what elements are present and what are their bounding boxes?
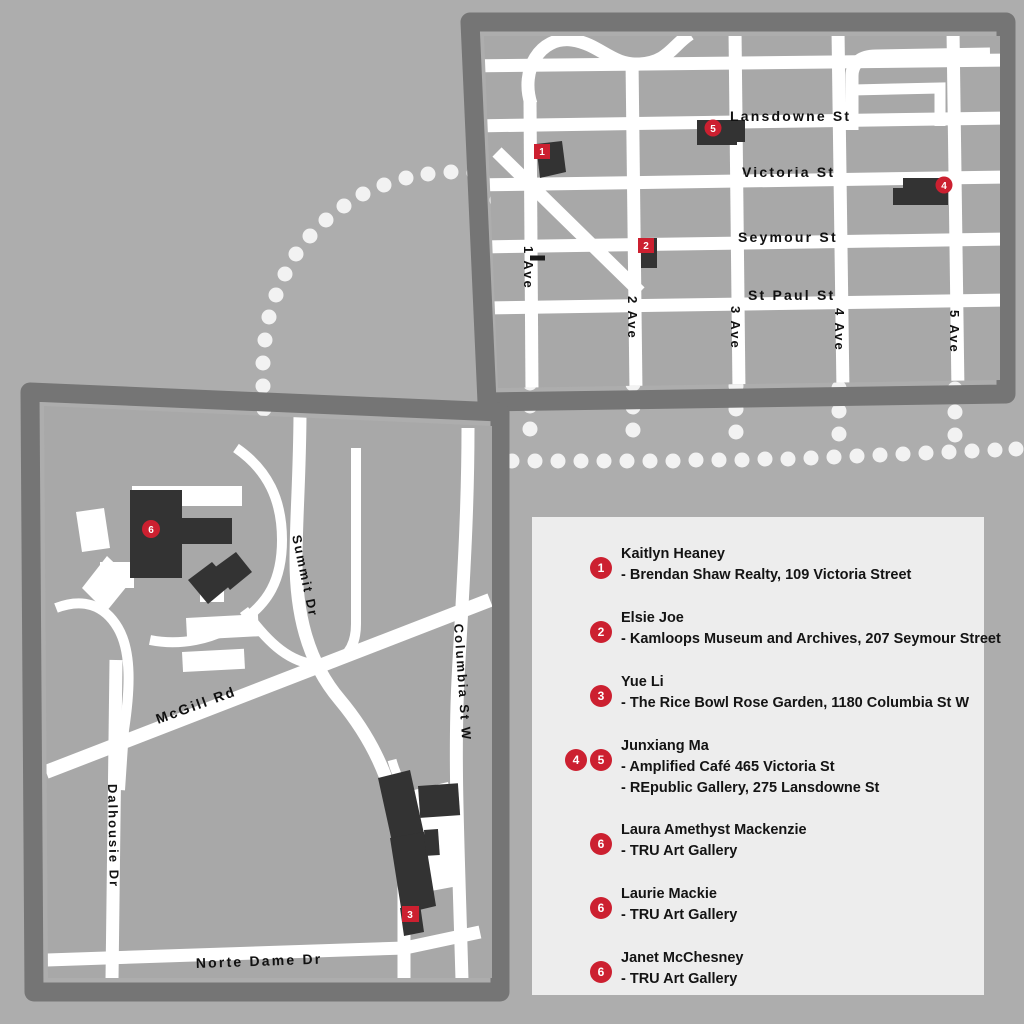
downtown-diagonal-road xyxy=(492,147,645,297)
downtown-map: Lansdowne St Victoria St Seymour St St P… xyxy=(460,12,1016,412)
legend-person-name: Laurie Mackie xyxy=(621,886,717,903)
legend-venue: - Kamloops Museum and Archives, 207 Seym… xyxy=(621,631,1001,648)
map-marker-3[interactable]: 3 xyxy=(402,906,419,922)
street-label-seymour: Seymour St xyxy=(738,229,838,245)
street-label-dalhousie: Dalhousie Dr xyxy=(105,784,122,888)
legend-entry[interactable]: 6 Laura Amethyst Mackenzie - TRU Art Galle… xyxy=(550,819,966,863)
legend-person-name: Junxiang Ma xyxy=(621,738,709,754)
street-label-victoria: Victoria St xyxy=(742,164,835,180)
street-label-norte-dame: Norte Dame Dr xyxy=(196,951,323,971)
campus-west-road xyxy=(54,598,134,791)
legend-entry-text: Kaitlyn Heaney - Brendan Shaw Realty, 109… xyxy=(612,543,911,586)
legend-badge: 5 xyxy=(590,749,612,771)
building-small-b xyxy=(214,552,252,590)
building-6 xyxy=(130,490,232,578)
legend-badge-group: 6 xyxy=(550,819,612,856)
legend-entry-text: Yue Li - The Rice Bowl Rose Garden, 1180 … xyxy=(612,671,969,714)
legend-entry-text: Janet McChesney - TRU Art Gallery xyxy=(612,947,744,990)
downtown-loop-road-outer xyxy=(845,47,991,130)
legend-venue: - TRU Art Gallery xyxy=(621,971,738,988)
svg-text:4: 4 xyxy=(941,181,947,192)
legend-entry-text: Laura Amethyst Mackenzie - TRU Art Galler… xyxy=(612,819,807,862)
campus-inner-road xyxy=(239,448,361,670)
downtown-map-frame xyxy=(460,12,1016,412)
legend-entry[interactable]: 6 Janet McChesney - TRU Art Gallery xyxy=(550,947,966,991)
legend-person-name: Elsie Joe xyxy=(621,610,684,626)
legend-badge: 6 xyxy=(590,961,612,984)
map-marker-1[interactable]: 1 xyxy=(534,144,550,159)
street-label-st-paul: St Paul St xyxy=(748,287,835,303)
street-label-2-ave: 2 Ave xyxy=(625,296,640,340)
legend-person-name: Janet McChesney xyxy=(621,950,744,967)
downtown-loop-road-inner xyxy=(851,82,946,126)
legend-venue: - TRU Art Gallery xyxy=(621,907,738,924)
downtown-map-markers[interactable]: 1 2 4 5 xyxy=(534,119,953,254)
legend-entry-text: Junxiang Ma - Amplified Café 465 Victoria… xyxy=(612,735,879,799)
campus-map-markers[interactable]: 6 3 xyxy=(142,520,419,922)
road-columbia xyxy=(449,427,475,978)
legend-entry-text: Laurie Mackie - TRU Art Gallery xyxy=(612,883,737,926)
legend-badge-group: 6 xyxy=(550,883,612,920)
legend-badge: 3 xyxy=(590,685,612,707)
building-3d xyxy=(424,829,440,856)
svg-text:2: 2 xyxy=(643,241,649,252)
legend-venue: - Brendan Shaw Realty, 109 Victoria Stre… xyxy=(621,567,912,584)
legend-badge-group: 2 xyxy=(550,607,612,643)
street-label-lansdowne: Lansdowne St xyxy=(730,108,851,124)
legend-person-name: Yue Li xyxy=(621,674,664,690)
legend-person-name: Kaitlyn Heaney xyxy=(621,546,725,562)
street-label-5-ave: 5 Ave xyxy=(947,310,962,354)
legend-badge-group: 1 xyxy=(550,543,612,579)
downtown-street-labels: Lansdowne St Victoria St Seymour St St P… xyxy=(521,108,962,354)
legend-entry-text: Elsie Joe - Kamloops Museum and Archives,… xyxy=(612,607,1001,650)
legend-badge-group: 3 xyxy=(550,671,612,707)
downtown-vertical-roads xyxy=(523,36,965,388)
legend-badge: 2 xyxy=(590,621,612,643)
svg-text:6: 6 xyxy=(148,525,154,536)
map-marker-5[interactable]: 5 xyxy=(704,119,722,137)
campus-map-frame xyxy=(20,382,510,1002)
map-marker-6[interactable]: 6 xyxy=(142,520,160,538)
street-label-1-ave: 1 Ave xyxy=(521,246,536,290)
svg-text:1: 1 xyxy=(539,147,545,158)
legend-entry[interactable]: 6 Laurie Mackie - TRU Art Gallery xyxy=(550,883,966,927)
legend-badge-group: 6 xyxy=(550,947,612,984)
legend-person-name: Laura Amethyst Mackenzie xyxy=(621,822,807,839)
legend-panel: 1 Kaitlyn Heaney - Brendan Shaw Realty, 10… xyxy=(532,517,1001,995)
legend-badge: 6 xyxy=(590,897,612,920)
legend-entry[interactable]: 3 Yue Li - The Rice Bowl Rose Garden, 1180… xyxy=(550,671,969,715)
campus-map: Summit Dr Columbia St W Dalhousie Dr McG… xyxy=(20,382,510,1002)
legend-venue: - TRU Art Gallery xyxy=(621,843,738,860)
downtown-curved-road xyxy=(521,36,694,106)
legend-badge: 1 xyxy=(590,557,612,579)
legend-entry-list: 1 Kaitlyn Heaney - Brendan Shaw Realty, 10… xyxy=(550,543,1001,991)
street-label-4-ave: 4 Ave xyxy=(832,308,847,352)
legend-venue: - Amplified Café 465 Victoria St xyxy=(621,759,835,776)
road-dalhousie xyxy=(105,659,123,978)
campus-buildings xyxy=(130,490,461,936)
downtown-buildings xyxy=(536,120,948,268)
legend-entry[interactable]: 2 Elsie Joe - Kamloops Museum and Archives… xyxy=(550,607,1001,651)
street-label-3-ave: 3 Ave xyxy=(728,306,743,350)
map-marker-4[interactable]: 4 xyxy=(935,176,953,194)
map-marker-2[interactable]: 2 xyxy=(638,238,654,253)
legend-venue: - REpublic Gallery, 275 Lansdowne St xyxy=(621,780,880,797)
legend-badge: 4 xyxy=(565,749,587,771)
legend-badge: 6 xyxy=(590,833,612,856)
building-4 xyxy=(893,178,948,205)
building-3c xyxy=(417,783,461,818)
legend-entry[interactable]: 1 Kaitlyn Heaney - Brendan Shaw Realty, 10… xyxy=(550,543,966,587)
building-3b xyxy=(390,832,436,914)
legend-venue: - The Rice Bowl Rose Garden, 1180 Columb… xyxy=(621,695,970,712)
svg-text:3: 3 xyxy=(407,910,413,921)
svg-text:5: 5 xyxy=(710,124,716,135)
